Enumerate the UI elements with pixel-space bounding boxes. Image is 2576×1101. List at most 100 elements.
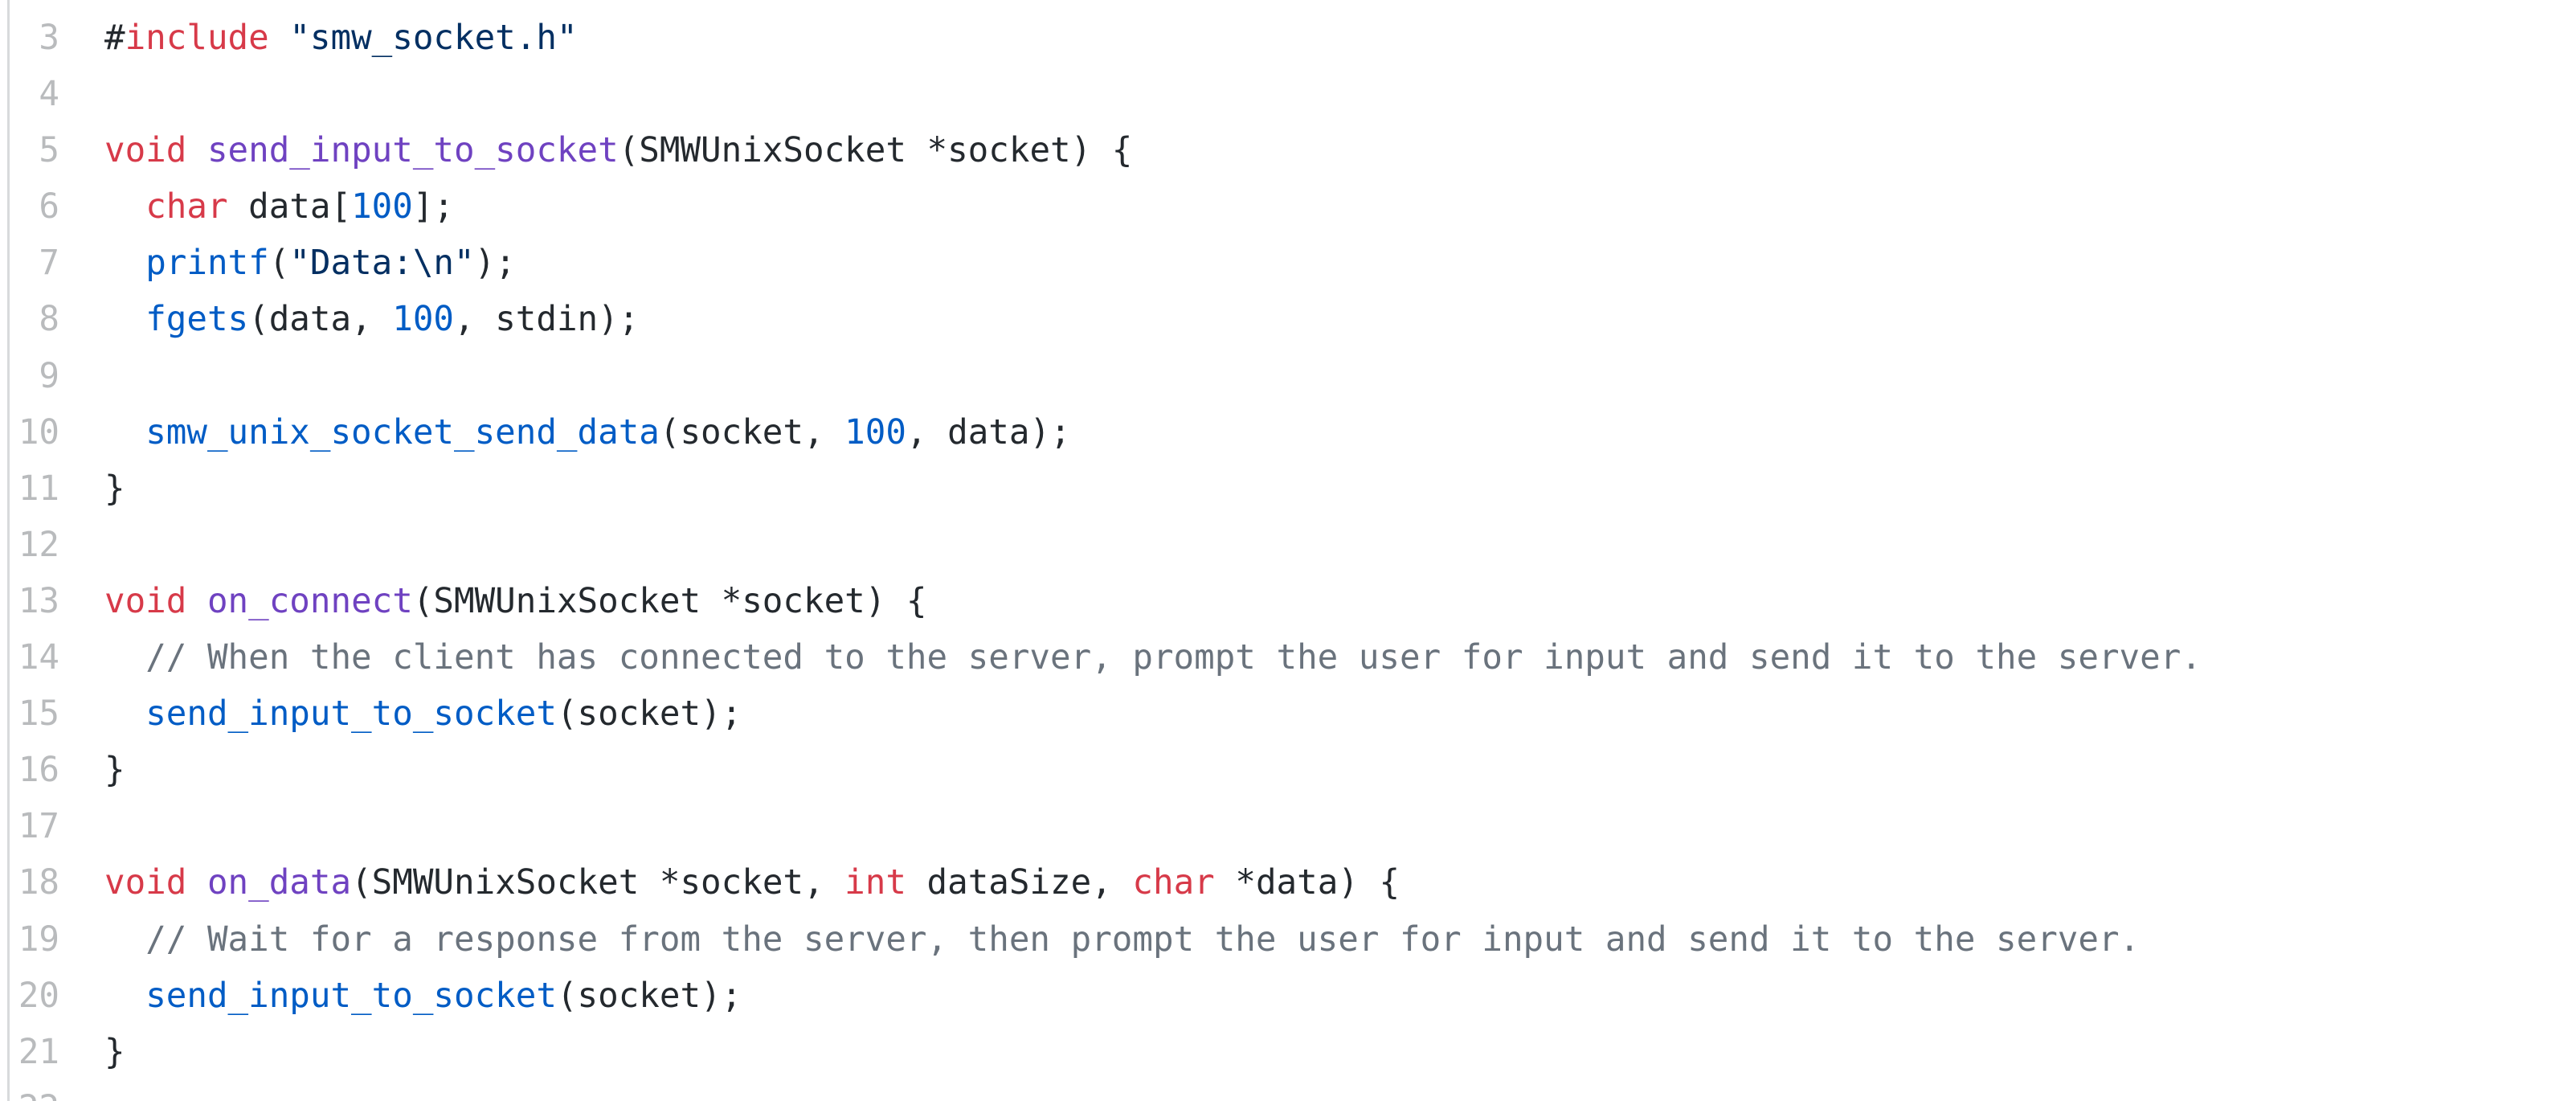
token-plain xyxy=(104,638,145,677)
code-line: 20 send_input_to_socket(socket); xyxy=(0,968,2576,1025)
token-function_def: on_data xyxy=(206,863,352,903)
token-keyword: void xyxy=(104,863,187,903)
line-number[interactable]: 5 xyxy=(39,131,59,171)
token-keyword: void xyxy=(104,581,187,621)
code-line: 12 xyxy=(0,518,2576,574)
token-plain: (SMWUnixSocket *socket) { xyxy=(618,131,1133,171)
token-number: 100 xyxy=(351,187,413,227)
token-keyword: char xyxy=(145,187,228,227)
token-plain xyxy=(186,582,207,621)
token-number: 100 xyxy=(392,300,455,340)
code-text: printf("Data:\n"); xyxy=(104,235,516,292)
token-number: 100 xyxy=(844,412,906,452)
code-text: } xyxy=(104,1025,125,1081)
token-plain xyxy=(104,694,145,734)
line-number[interactable]: 21 xyxy=(18,1032,59,1072)
line-number[interactable]: 18 xyxy=(18,863,59,903)
code-line: 19 // Wait for a response from the serve… xyxy=(0,912,2576,968)
token-plain: dataSize, xyxy=(906,863,1133,903)
line-number[interactable]: 9 xyxy=(39,356,59,396)
line-number[interactable]: 14 xyxy=(18,638,59,678)
code-line: 15 send_input_to_socket(socket); xyxy=(0,686,2576,743)
token-plain: (socket); xyxy=(556,694,742,735)
pane-left-border xyxy=(7,0,10,1101)
line-number[interactable]: 16 xyxy=(18,751,59,791)
token-plain: } xyxy=(104,469,125,509)
code-line: 7 printf("Data:\n"); xyxy=(0,235,2576,292)
token-plain: # xyxy=(104,18,125,58)
token-plain: ]; xyxy=(412,187,455,227)
line-number[interactable]: 11 xyxy=(18,469,59,509)
token-comment: // When the client has connected to the … xyxy=(145,638,2202,678)
token-string: "Data:\n" xyxy=(289,244,475,284)
token-plain: ); xyxy=(474,244,516,284)
line-number[interactable]: 19 xyxy=(18,919,59,960)
token-plain: (socket); xyxy=(556,976,742,1016)
line-number[interactable]: 22 xyxy=(0,1081,59,1101)
token-plain xyxy=(104,413,145,452)
token-plain: data[ xyxy=(227,187,352,227)
line-number[interactable]: 17 xyxy=(18,807,59,847)
code-line: 21} xyxy=(0,1025,2576,1081)
line-number[interactable]: 10 xyxy=(18,412,59,452)
token-plain: , data); xyxy=(906,412,1071,452)
code-line: 6 char data[100]; xyxy=(0,179,2576,235)
token-function_call: send_input_to_socket xyxy=(145,976,557,1016)
token-plain: *data) { xyxy=(1214,863,1400,903)
code-line: 16} xyxy=(0,743,2576,799)
code-line: 5 void send_input_to_socket(SMWUnixSocket… xyxy=(0,123,2576,179)
token-keyword: include xyxy=(125,18,269,58)
code-line: 3 #include "smw_socket.h" xyxy=(0,10,2576,67)
code-line: 9 xyxy=(0,349,2576,405)
code-text: // Wait for a response from the server, … xyxy=(104,912,2140,968)
token-plain: (SMWUnixSocket *socket, xyxy=(351,863,845,903)
token-plain xyxy=(269,18,290,58)
token-plain xyxy=(104,300,145,339)
token-plain: (SMWUnixSocket *socket) { xyxy=(412,581,927,621)
token-function_call: fgets xyxy=(145,300,249,340)
code-line: 14 // When the client has connected to t… xyxy=(0,630,2576,686)
token-function_def: on_connect xyxy=(206,581,413,621)
token-string: "smw_socket.h" xyxy=(289,18,578,58)
code-line: 13 void on_connect(SMWUnixSocket *socket)… xyxy=(0,574,2576,630)
code-line: 17 xyxy=(0,799,2576,855)
token-plain: } xyxy=(104,751,125,791)
line-number[interactable]: 13 xyxy=(18,581,59,621)
token-plain: (socket, xyxy=(659,412,845,452)
token-keyword: char xyxy=(1132,863,1215,903)
token-plain xyxy=(104,244,145,283)
line-number[interactable]: 8 xyxy=(39,300,59,340)
token-plain: (data, xyxy=(248,300,393,340)
code-text: #include "smw_socket.h" xyxy=(104,10,578,67)
line-number[interactable]: 6 xyxy=(39,187,59,227)
code-text: } xyxy=(104,743,125,799)
token-keyword: int xyxy=(844,863,906,903)
token-keyword: void xyxy=(104,131,187,171)
code-line: 4 xyxy=(0,67,2576,123)
line-number[interactable]: 12 xyxy=(18,525,59,565)
code-text: void on_data(SMWUnixSocket *socket, int … xyxy=(104,855,1400,911)
code-line: 10 smw_unix_socket_send_data(socket, 100… xyxy=(0,405,2576,461)
token-function_def: send_input_to_socket xyxy=(206,131,619,171)
code-line: 18 void on_data(SMWUnixSocket *socket, in… xyxy=(0,855,2576,911)
token-function_call: printf xyxy=(145,244,269,284)
token-function_call: send_input_to_socket xyxy=(145,694,557,735)
code-text: void on_connect(SMWUnixSocket *socket) { xyxy=(104,574,927,630)
code-line: 8 fgets(data, 100, stdin); xyxy=(0,292,2576,348)
code-line: 11} xyxy=(0,461,2576,518)
token-plain xyxy=(186,131,207,170)
token-plain: , stdin); xyxy=(454,300,640,340)
code-text: char data[100]; xyxy=(104,179,454,235)
line-number[interactable]: 4 xyxy=(39,75,59,115)
code-line: 22 xyxy=(0,1081,2576,1101)
code-text: smw_unix_socket_send_data(socket, 100, d… xyxy=(104,405,1071,461)
line-number[interactable]: 20 xyxy=(18,976,59,1016)
line-number[interactable]: 3 xyxy=(39,18,59,58)
token-plain xyxy=(186,863,207,902)
token-comment: // Wait for a response from the server, … xyxy=(145,919,2141,960)
line-number[interactable]: 15 xyxy=(18,694,59,735)
code-text: } xyxy=(104,461,125,518)
line-number[interactable]: 7 xyxy=(39,244,59,284)
